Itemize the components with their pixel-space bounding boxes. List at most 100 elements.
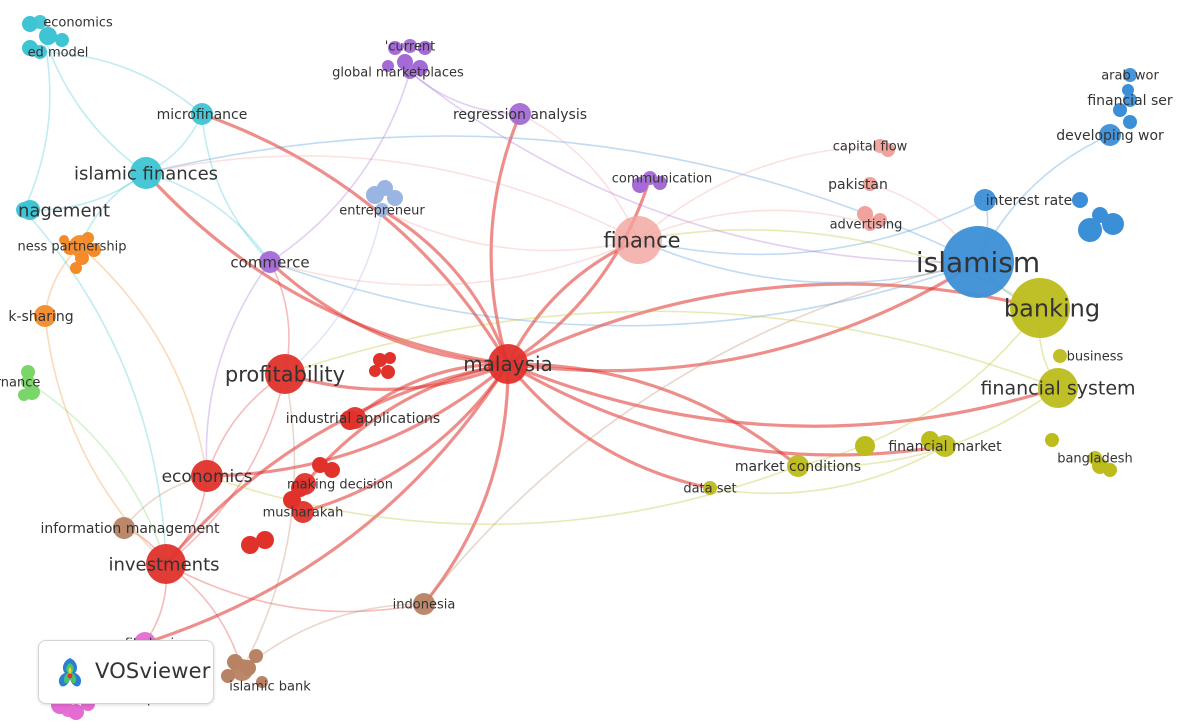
minor-node-red-5[interactable] xyxy=(324,462,340,478)
minor-node-blue-3[interactable] xyxy=(1092,207,1108,223)
label-advertising: advertising xyxy=(830,218,903,233)
label-microfinance: microfinance xyxy=(157,107,248,123)
minor-node-cyan-2[interactable] xyxy=(55,33,69,47)
label-regression_analysis: regression analysis xyxy=(453,107,587,123)
node-global_marketplaces[interactable] xyxy=(403,65,417,79)
link-islamic_bank-profitability xyxy=(241,373,296,671)
minor-node-cyan-1[interactable] xyxy=(39,27,57,45)
minor-node-orange-5[interactable] xyxy=(59,235,69,245)
label-governance: rnance xyxy=(0,376,40,391)
node-risk_sharing[interactable] xyxy=(34,305,56,327)
node-information_management[interactable] xyxy=(113,517,135,539)
node-pakistan[interactable] xyxy=(863,177,877,191)
minor-node-orange-3[interactable] xyxy=(70,262,82,274)
link-risk_sharing-investments xyxy=(44,315,167,565)
minor-node-olive-3[interactable] xyxy=(855,436,875,456)
node-current[interactable] xyxy=(403,39,417,53)
node-business_partnership[interactable] xyxy=(69,235,91,257)
node-malaysia[interactable] xyxy=(488,344,528,384)
node-musharakah[interactable] xyxy=(292,501,314,523)
node-advertising[interactable] xyxy=(863,217,877,231)
node-profitability[interactable] xyxy=(265,354,305,394)
label-financial_market: financial market xyxy=(888,439,1002,455)
link-malaysia-communication xyxy=(507,177,652,366)
minor-node-red-1[interactable] xyxy=(381,365,395,379)
node-microfinance[interactable] xyxy=(191,103,213,125)
node-industrial_applications[interactable] xyxy=(344,407,366,429)
node-investments[interactable] xyxy=(146,544,186,584)
label-bangladesh: bangladesh xyxy=(1057,452,1133,467)
label-ed_model: ed model xyxy=(28,46,89,61)
node-financial_services[interactable] xyxy=(1123,93,1137,107)
link-malaysia-investments xyxy=(164,362,509,566)
node-islamic_bank[interactable] xyxy=(231,659,253,681)
link-entrepreneur-profitability xyxy=(284,209,383,375)
minor-node-blue-1[interactable] xyxy=(1102,213,1124,235)
label-industrial_applications: industrial applications xyxy=(286,411,440,427)
minor-node-purple-4[interactable] xyxy=(382,60,394,72)
vosviewer-badge[interactable]: VOSviewer xyxy=(38,640,214,704)
link-investments-indonesia xyxy=(165,563,425,613)
node-communication[interactable] xyxy=(643,171,657,185)
node-developing_world[interactable] xyxy=(1099,124,1121,146)
link-malaysia-commerce xyxy=(268,260,509,366)
node-governance[interactable] xyxy=(21,375,35,389)
node-data_set[interactable] xyxy=(703,481,717,495)
node-arab_world[interactable] xyxy=(1123,68,1137,82)
node-islamism[interactable] xyxy=(942,226,1014,298)
minor-node-green-0[interactable] xyxy=(21,365,35,379)
node-financial_market[interactable] xyxy=(934,435,956,457)
node-economics[interactable] xyxy=(191,460,223,492)
node-financial_system[interactable] xyxy=(1038,368,1078,408)
node-business[interactable] xyxy=(1053,349,1067,363)
minor-node-green-2[interactable] xyxy=(18,389,30,401)
minor-node-brown-2[interactable] xyxy=(249,649,263,663)
label-commerce: commerce xyxy=(230,253,309,271)
minor-node-blue-2[interactable] xyxy=(1072,192,1088,208)
node-making_decision[interactable] xyxy=(294,473,316,495)
node-economics_cyan[interactable] xyxy=(33,15,47,29)
node-management[interactable] xyxy=(16,202,32,218)
label-market_conditions: market conditions xyxy=(735,459,861,475)
node-capital_flow[interactable] xyxy=(873,139,887,153)
minor-node-lightblue-2[interactable] xyxy=(377,180,393,196)
link-malaysia-regression_analysis xyxy=(489,113,522,365)
node-banking[interactable] xyxy=(1010,278,1070,338)
node-regression_analysis[interactable] xyxy=(509,103,531,125)
minor-node-red-7[interactable] xyxy=(256,531,274,549)
minor-node-blue-5[interactable] xyxy=(1122,84,1134,96)
node-finance[interactable] xyxy=(614,216,662,264)
link-malaysia-entrepreneur xyxy=(381,208,510,365)
node-entrepreneur[interactable] xyxy=(375,203,389,217)
node-commerce[interactable] xyxy=(259,251,281,273)
link-indonesia-islamism xyxy=(423,261,979,605)
node-ed_model[interactable] xyxy=(33,45,47,59)
minor-node-red-2[interactable] xyxy=(369,365,381,377)
link-business_partnership-economics xyxy=(79,245,208,477)
node-bangladesh[interactable] xyxy=(1088,451,1102,465)
link-islamism-finance xyxy=(637,239,979,284)
node-islamic_finances[interactable] xyxy=(130,157,162,189)
link-malaysia-financial_system xyxy=(507,362,1059,428)
node-interest_rate[interactable] xyxy=(974,189,996,211)
link-malaysia-data_set xyxy=(506,363,711,490)
minor-node-lightblue-1[interactable] xyxy=(387,190,403,206)
minor-node-red-4[interactable] xyxy=(312,457,328,473)
node-indonesia[interactable] xyxy=(413,593,435,615)
minor-node-brown-4[interactable] xyxy=(256,676,268,688)
minor-node-red-3[interactable] xyxy=(384,352,396,364)
link-malaysia-islamic_finances xyxy=(144,171,509,366)
minor-node-red-6[interactable] xyxy=(241,536,259,554)
minor-node-blue-0[interactable] xyxy=(1078,218,1102,242)
minor-node-red-0[interactable] xyxy=(373,353,387,367)
minor-node-purple-1[interactable] xyxy=(418,41,432,55)
node-market_conditions[interactable] xyxy=(787,455,809,477)
minor-node-blue-4[interactable] xyxy=(1113,103,1127,117)
minor-node-purple-0[interactable] xyxy=(388,41,402,55)
node-deposits[interactable] xyxy=(61,703,75,717)
label-islamism: islamism xyxy=(916,246,1040,279)
minor-node-blue-6[interactable] xyxy=(1123,115,1137,129)
label-management: nagement xyxy=(18,200,110,221)
minor-node-olive-2[interactable] xyxy=(1045,433,1059,447)
